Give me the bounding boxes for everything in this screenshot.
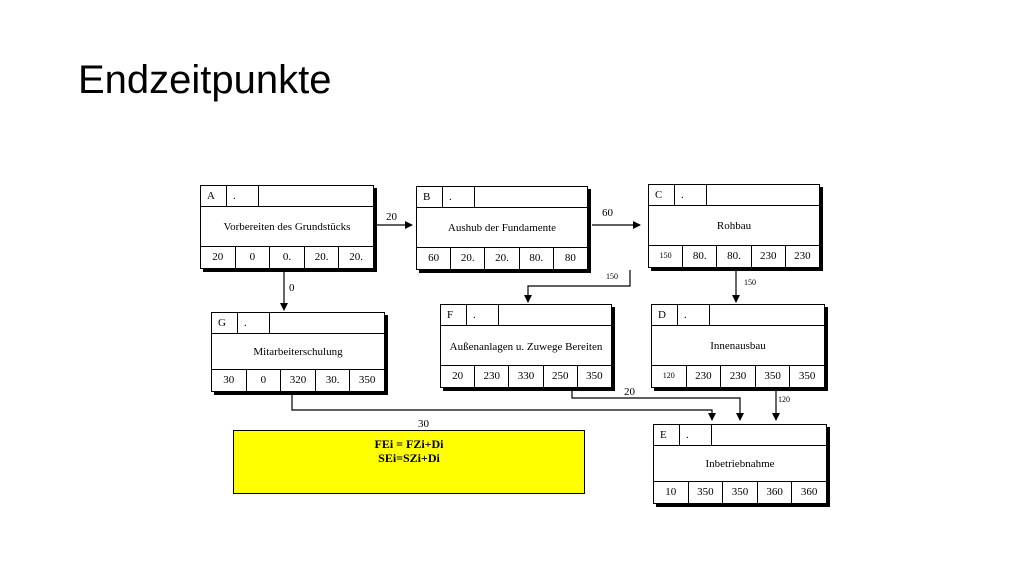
node-fe: 20.	[305, 247, 340, 268]
edge-label-c-d: 150	[744, 278, 756, 287]
node-se: 230	[794, 250, 811, 262]
edge-c-f	[524, 270, 631, 303]
node-id: B	[417, 187, 443, 208]
node-sz: 330	[509, 366, 544, 387]
activity-node-d: D. Innenausbau 120 230 230 350 350	[651, 304, 825, 388]
edge-label-d-e: 120	[778, 395, 790, 404]
node-duration: 60	[417, 248, 452, 269]
node-mark: .	[675, 185, 707, 206]
edge-label-g-e: 30	[418, 418, 430, 430]
node-sz: 230	[721, 366, 756, 387]
edge-label-c-f: 150	[606, 272, 618, 281]
edge-f-e	[571, 390, 744, 421]
node-duration: 20	[201, 247, 236, 268]
node-se: 350	[358, 374, 376, 386]
node-fe: 350	[756, 366, 791, 387]
edge-label-f-e: 20	[624, 386, 636, 398]
node-duration: 120	[652, 366, 687, 387]
node-id: F	[441, 305, 467, 326]
node-duration: 150	[649, 246, 684, 267]
node-fe: 250	[544, 366, 578, 387]
node-sz: 0.	[270, 247, 305, 268]
node-mark: .	[467, 305, 499, 326]
node-se: 350	[586, 370, 603, 382]
node-fe: 230	[752, 246, 786, 267]
node-se: 360	[800, 486, 818, 498]
node-name: Außenanlagen u. Zuwege Bereiten	[449, 341, 603, 353]
activity-node-g: G. Mitarbeiterschulung 30 0 320 30. 350	[211, 312, 385, 392]
node-fz: 230	[687, 366, 722, 387]
node-fz: 0	[247, 370, 282, 391]
node-name: Aushub der Fundamente	[447, 222, 557, 234]
node-sz: 80.	[717, 246, 752, 267]
node-fz: 230	[475, 366, 510, 387]
node-id: C	[649, 185, 675, 206]
node-name: Rohbau	[716, 220, 752, 232]
node-fz: 80.	[683, 246, 718, 267]
activity-node-e: E. Inbetriebnahme 10 350 350 360 360	[653, 424, 827, 504]
node-fe: 360	[758, 482, 793, 503]
edge-label-a-b: 20	[386, 211, 398, 223]
node-se: 80	[564, 252, 576, 264]
activity-node-c: C. Rohbau 150 80. 80. 230 230	[648, 184, 820, 268]
node-mark: .	[680, 425, 712, 446]
node-id: E	[654, 425, 680, 446]
node-name: Innenausbau	[710, 340, 766, 352]
node-name: Inbetriebnahme	[705, 458, 775, 470]
page-title: Endzeitpunkte	[78, 58, 332, 102]
node-id: D	[652, 305, 678, 326]
edge-g-e	[291, 392, 716, 421]
node-mark: .	[227, 186, 259, 207]
node-sz: 350	[723, 482, 758, 503]
node-name: Mitarbeiterschulung	[253, 346, 343, 358]
formula-box: FEi = FZi+Di SEi=SZi+Di	[233, 430, 585, 494]
activity-node-f: F. Außenanlagen u. Zuwege Bereiten 20 23…	[440, 304, 612, 388]
node-duration: 20	[441, 366, 476, 387]
formula-line-1: FEi = FZi+Di	[374, 437, 444, 451]
node-fz: 350	[689, 482, 724, 503]
node-sz: 320	[281, 370, 316, 391]
node-id: A	[201, 186, 227, 207]
edge-label-a-g: 0	[289, 282, 295, 294]
node-fz: 20.	[451, 248, 486, 269]
edge-label-b-c: 60	[602, 207, 614, 219]
node-fe: 30.	[316, 370, 351, 391]
node-duration: 30	[212, 370, 247, 391]
node-mark: .	[238, 313, 270, 334]
node-fz: 0	[236, 247, 271, 268]
node-se: 20.	[349, 251, 364, 263]
formula-line-2: SEi=SZi+Di	[378, 451, 440, 465]
node-id: G	[212, 313, 238, 334]
activity-node-a: A. Vorbereiten des Grundstücks 20 0 0. 2…	[200, 185, 374, 269]
node-sz: 20.	[485, 248, 520, 269]
node-mark: .	[678, 305, 710, 326]
node-mark: .	[443, 187, 475, 208]
node-fe: 80.	[520, 248, 554, 269]
node-se: 350	[798, 370, 816, 382]
node-duration: 10	[654, 482, 689, 503]
node-name: Vorbereiten des Grundstücks	[223, 221, 351, 233]
activity-node-b: B. Aushub der Fundamente 60 20. 20. 80. …	[416, 186, 588, 270]
